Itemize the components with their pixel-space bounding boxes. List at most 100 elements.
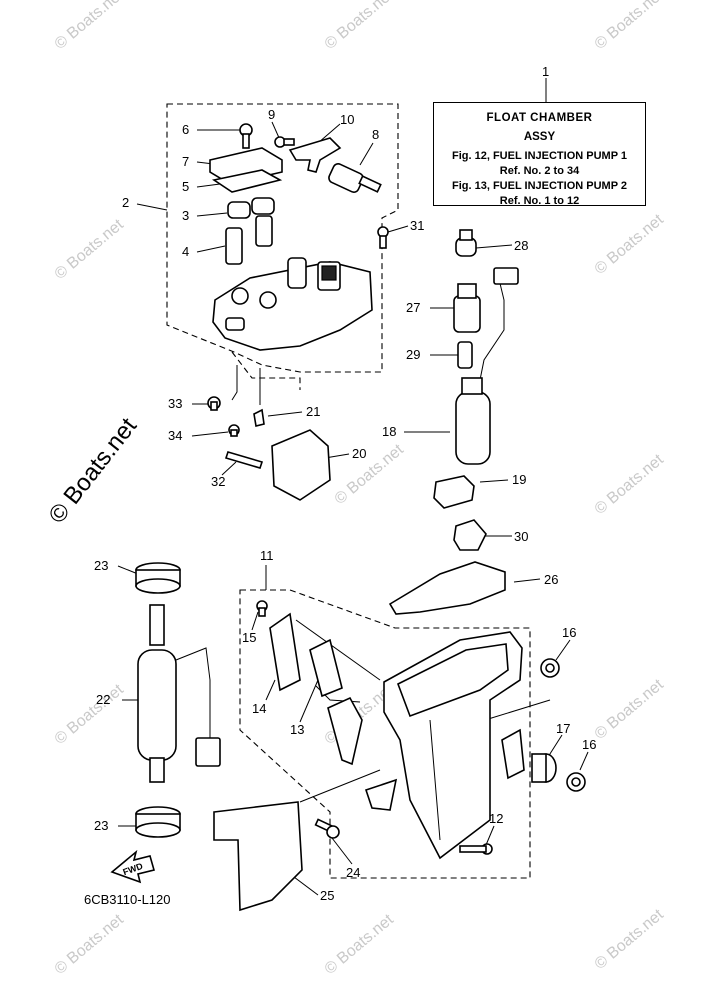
part-23-ring[interactable] (135, 806, 181, 838)
part-20-cover[interactable] (271, 429, 331, 501)
part-16-grommet[interactable] (566, 772, 586, 792)
part-30-holder[interactable] (453, 519, 487, 551)
callout-14: 14 (252, 701, 266, 716)
title-box: FLOAT CHAMBER ASSY Fig. 12, FUEL INJECTI… (433, 102, 646, 207)
callout-25: 25 (320, 888, 334, 903)
leader-16a (555, 639, 571, 661)
part-11-bracket[interactable] (501, 728, 525, 780)
title-line-1: FLOAT CHAMBER (486, 112, 593, 124)
ref-line: Ref. No. 1 to 12 (499, 195, 580, 207)
callout-2: 2 (122, 195, 129, 210)
part-25-bracket[interactable] (213, 801, 303, 912)
ref-line: Fig. 13, FUEL INJECTION PUMP 2 (451, 180, 628, 192)
part-18-fuel-pump[interactable] (455, 377, 491, 465)
callout-29: 29 (406, 347, 420, 362)
watermark: © Boats.net (592, 906, 668, 973)
leader-5 (196, 183, 221, 188)
part-5-gasket[interactable] (211, 169, 283, 193)
part-3-sleeve[interactable] (255, 215, 273, 247)
part-34-screw[interactable] (228, 424, 240, 437)
watermark: © Boats.net (322, 911, 398, 978)
part-32-clip[interactable] (224, 451, 264, 469)
part-21-nozzle[interactable] (253, 408, 265, 427)
part-6-screw[interactable] (239, 123, 253, 149)
group-2-outline (166, 103, 399, 373)
part-11-hook[interactable] (364, 778, 398, 811)
leader-3 (196, 212, 228, 217)
part-26-gasket[interactable] (388, 561, 506, 615)
callout-20: 20 (352, 446, 366, 461)
part-18-connector[interactable] (493, 267, 519, 285)
callout-3: 3 (182, 208, 189, 223)
ref-line: Ref. No. 2 to 34 (499, 165, 580, 177)
part-11-clip[interactable] (327, 696, 363, 766)
callout-13: 13 (290, 722, 304, 737)
leader-23a (117, 565, 139, 575)
callout-32: 32 (211, 474, 225, 489)
part-31-screw[interactable] (377, 226, 389, 249)
watermark: © Boats.net (52, 0, 128, 53)
watermark: © Boats.net (592, 676, 668, 743)
callout-11: 11 (260, 548, 274, 563)
part-4-filter[interactable] (225, 227, 243, 265)
leader-34 (191, 431, 229, 437)
part-3-bracket[interactable] (227, 197, 275, 219)
callouts: 1 2 3 4 5 6 7 8 9 10 11 12 13 14 15 16 1… (94, 64, 596, 903)
part-19-holder[interactable] (433, 475, 475, 509)
part-23-ring[interactable] (135, 562, 181, 594)
parts: FWD (110, 123, 586, 912)
part-11-float-chamber-body[interactable] (383, 631, 523, 860)
leader-24 (331, 837, 353, 865)
part-18-harness (479, 274, 505, 381)
callout-19: 19 (512, 472, 526, 487)
guide-line (484, 699, 551, 721)
callout-28: 28 (514, 238, 528, 253)
watermark: © Boats.net (322, 0, 398, 53)
callout-5: 5 (182, 179, 189, 194)
part-27-filter[interactable] (453, 283, 481, 333)
callout-7: 7 (182, 154, 189, 169)
part-22-fuel-pump[interactable] (137, 604, 221, 783)
fwd-arrow-icon: FWD (110, 849, 155, 884)
callout-16b: 16 (582, 737, 596, 752)
callout-15: 15 (242, 630, 256, 645)
part-13-gasket[interactable] (309, 638, 343, 698)
part-2-float-chamber[interactable] (212, 257, 373, 351)
diagram-code: 6CB3110-L120 (84, 892, 171, 907)
leader-14 (265, 679, 276, 701)
ref-line: Fig. 12, FUEL INJECTION PUMP 1 (451, 150, 628, 162)
leader-31 (387, 225, 409, 233)
part-8-valve[interactable] (327, 162, 382, 194)
callout-10: 10 (340, 112, 354, 127)
group-outlines (166, 103, 531, 879)
callout-23a: 23 (94, 558, 108, 573)
callout-16a: 16 (562, 625, 576, 640)
leader-4 (196, 245, 226, 253)
guide-line (231, 365, 238, 401)
part-29-seal[interactable] (457, 341, 473, 369)
part-16-grommet[interactable] (540, 658, 560, 678)
part-24-bolt[interactable] (314, 818, 340, 839)
part-15-screw[interactable] (256, 600, 268, 617)
part-28-cap[interactable] (455, 229, 477, 257)
watermark: © Boats.net (332, 441, 408, 508)
callout-23b: 23 (94, 818, 108, 833)
callout-26: 26 (544, 572, 558, 587)
part-10-lever[interactable] (288, 137, 342, 173)
leader-28 (475, 244, 513, 249)
part-33-screw[interactable] (207, 396, 221, 411)
watermark: © Boats.net (52, 216, 128, 283)
guide-line (295, 619, 381, 681)
part-9-screw[interactable] (274, 136, 295, 148)
callout-18: 18 (382, 424, 396, 439)
callout-33: 33 (168, 396, 182, 411)
watermark: © Boats.net (592, 0, 668, 53)
leader-8 (359, 142, 374, 166)
part-14-plate[interactable] (269, 612, 301, 692)
part-12-screw[interactable] (459, 843, 493, 855)
watermark: © Boats.net (592, 451, 668, 518)
callout-30: 30 (514, 529, 528, 544)
part-17-damper[interactable] (531, 753, 557, 783)
